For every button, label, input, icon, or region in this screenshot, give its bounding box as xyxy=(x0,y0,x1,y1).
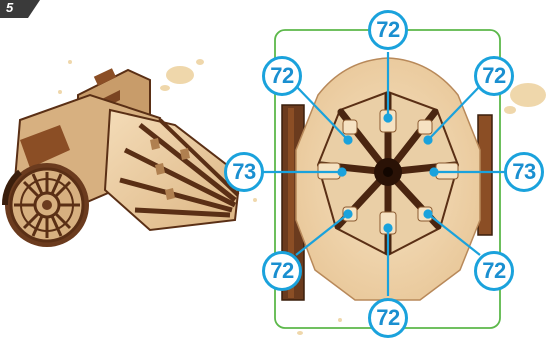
cannon-model xyxy=(5,68,240,247)
part-callout-bottom: 72 xyxy=(368,298,408,338)
part-callout-top: 72 xyxy=(368,10,408,50)
part-callout-upper-right: 72 xyxy=(474,56,514,96)
part-callout-right: 73 xyxy=(504,152,544,192)
part-callout-left: 73 xyxy=(224,152,264,192)
part-callout-lower-left: 72 xyxy=(262,251,302,291)
part-callout-lower-right: 72 xyxy=(474,251,514,291)
part-callout-upper-left: 72 xyxy=(262,56,302,96)
